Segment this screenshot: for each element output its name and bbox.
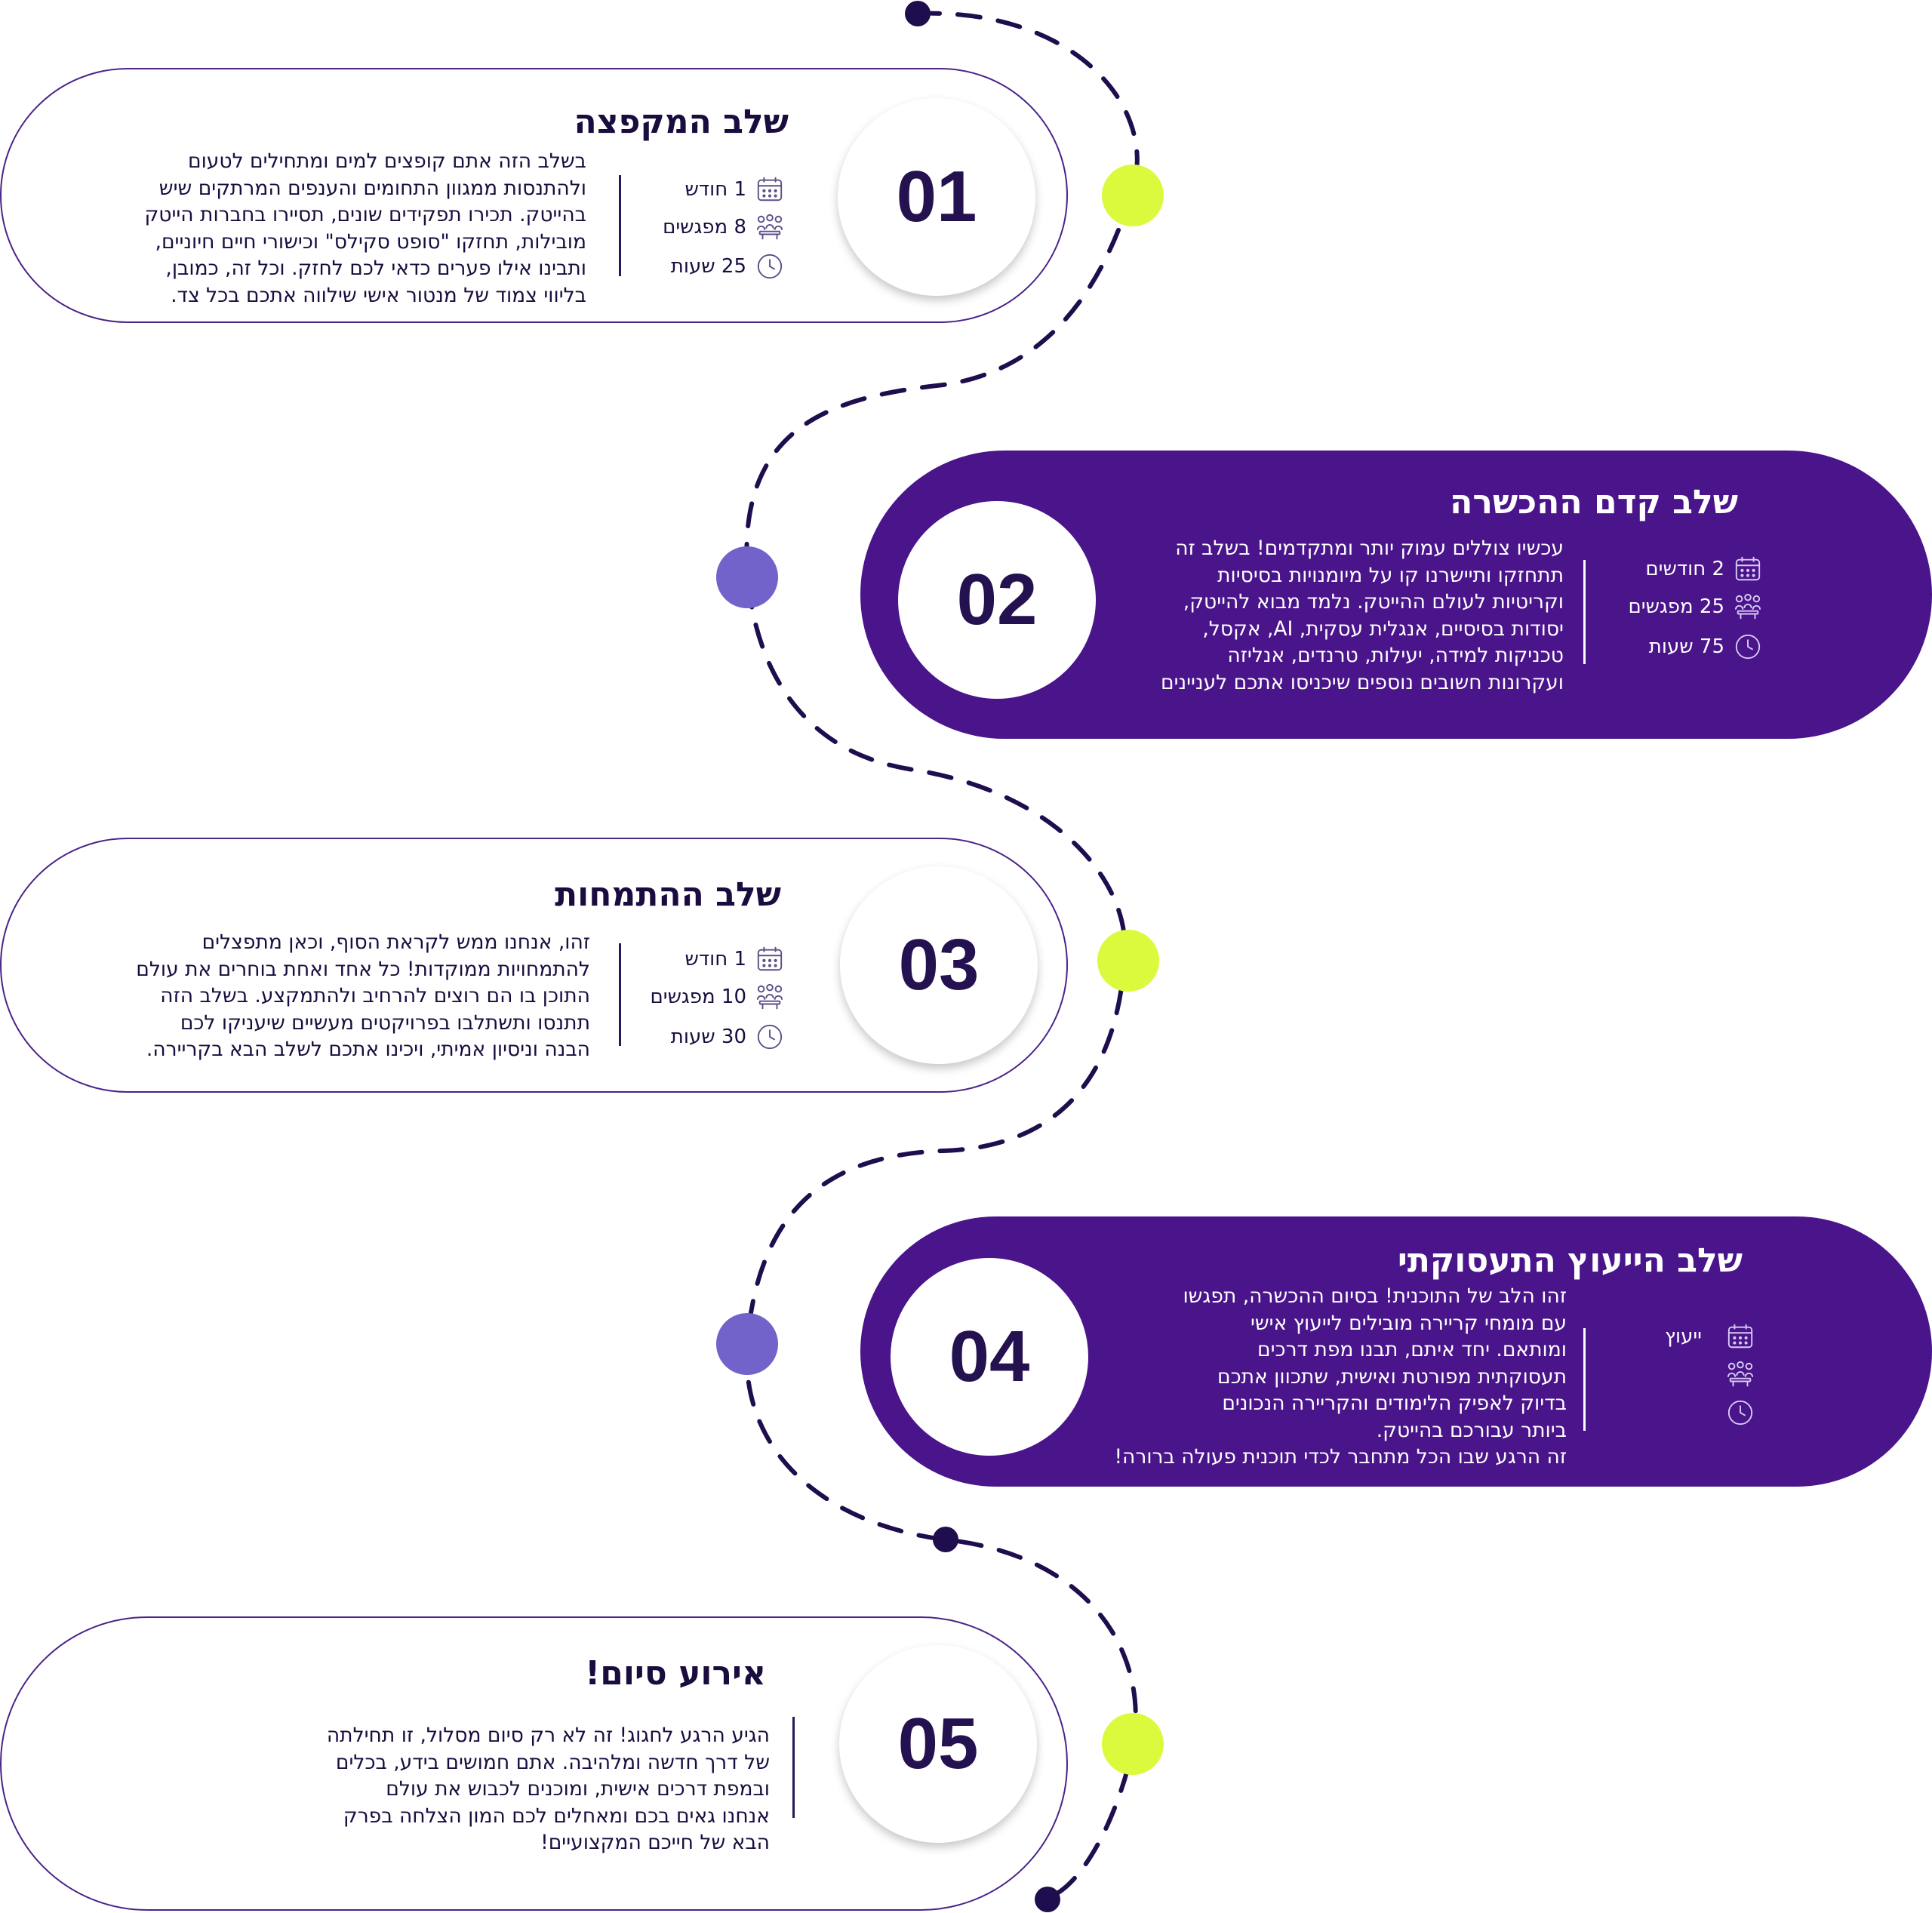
path-start-dot	[905, 1, 931, 26]
stage-5-divider	[792, 1717, 795, 1818]
path-end-dot	[1035, 1887, 1060, 1912]
stage-3-hours: 30 שעות	[671, 1023, 784, 1051]
stage-2-divider	[1583, 560, 1586, 664]
stage-2-description: עכשיו צוללים עמוק יותר ומתקדמים! בשלב זה…	[1160, 537, 1564, 694]
violet-dot-1	[716, 546, 778, 608]
clock-icon	[757, 254, 783, 279]
calendar-icon	[757, 177, 783, 201]
roadmap-dash-line	[744, 11, 1140, 1900]
stage-2-number: 02	[898, 501, 1096, 699]
calendar-icon	[757, 946, 783, 971]
stage-1-hours: 25 שעות	[671, 252, 784, 281]
stage-1-duration: 1 חודש	[685, 175, 785, 204]
stage-1-number: 01	[838, 98, 1035, 296]
people-icon	[1734, 593, 1761, 620]
stage-5-title: אירוע סיום!	[585, 1654, 766, 1693]
stage-4-type: ייעוץ	[1665, 1322, 1755, 1351]
stage-5-number: 05	[839, 1645, 1037, 1843]
people-icon	[756, 214, 783, 240]
stage-4-meetings-icon	[1726, 1360, 1755, 1389]
lime-dot-1	[1102, 165, 1164, 226]
stage-4-divider	[1583, 1328, 1586, 1431]
stage-2-hours: 75 שעות	[1649, 632, 1762, 661]
stage-3-number: 03	[840, 866, 1038, 1064]
stage-3-meetings: 10 מפגשים	[651, 983, 784, 1011]
stage-3-title: שלב ההתמחות	[555, 875, 781, 914]
calendar-icon	[1735, 556, 1761, 581]
stage-4-number: 04	[891, 1258, 1088, 1456]
lime-dot-2	[1097, 930, 1159, 992]
stage-3-divider	[619, 943, 621, 1046]
lime-dot-3	[1102, 1713, 1164, 1775]
stage-3-description: זהו, אנחנו ממש לקראת הסוף, וכאן מתפצלים …	[136, 930, 590, 1061]
stage-2-title: שלב קדם ההכשרה	[1450, 483, 1738, 521]
stage-2-duration: 2 חודשים	[1645, 555, 1762, 583]
violet-dot-2	[716, 1313, 778, 1375]
stage-1-description: בשלב הזה אתם קופצים למים ומתחילים לטעום …	[144, 149, 586, 307]
clock-icon	[757, 1024, 783, 1050]
clock-icon	[1735, 634, 1761, 660]
stage-4-title: שלב הייעוץ התעסוקתי	[1397, 1241, 1743, 1280]
stage-1-title: שלב המקפצה	[574, 103, 789, 141]
people-icon	[1727, 1361, 1754, 1387]
stage-3-duration: 1 חודש	[685, 945, 785, 973]
calendar-icon	[1727, 1324, 1753, 1349]
stage-2-meetings: 25 מפגשים	[1629, 592, 1762, 621]
people-icon	[756, 983, 783, 1010]
stage-4-description: זהו הלב של התוכנית! בסיום ההכשרה, תפגשו …	[1114, 1284, 1567, 1469]
stage-5-description: הגיע הרגע לחגוג! זה לא רק סיום מסלול, זו…	[326, 1724, 770, 1854]
clock-icon	[1727, 1400, 1753, 1426]
path-mid-dot	[933, 1527, 958, 1552]
stage-1-meetings: 8 מפגשים	[663, 213, 784, 241]
stage-1-divider	[619, 175, 621, 276]
stage-4-hours-icon	[1726, 1398, 1755, 1427]
